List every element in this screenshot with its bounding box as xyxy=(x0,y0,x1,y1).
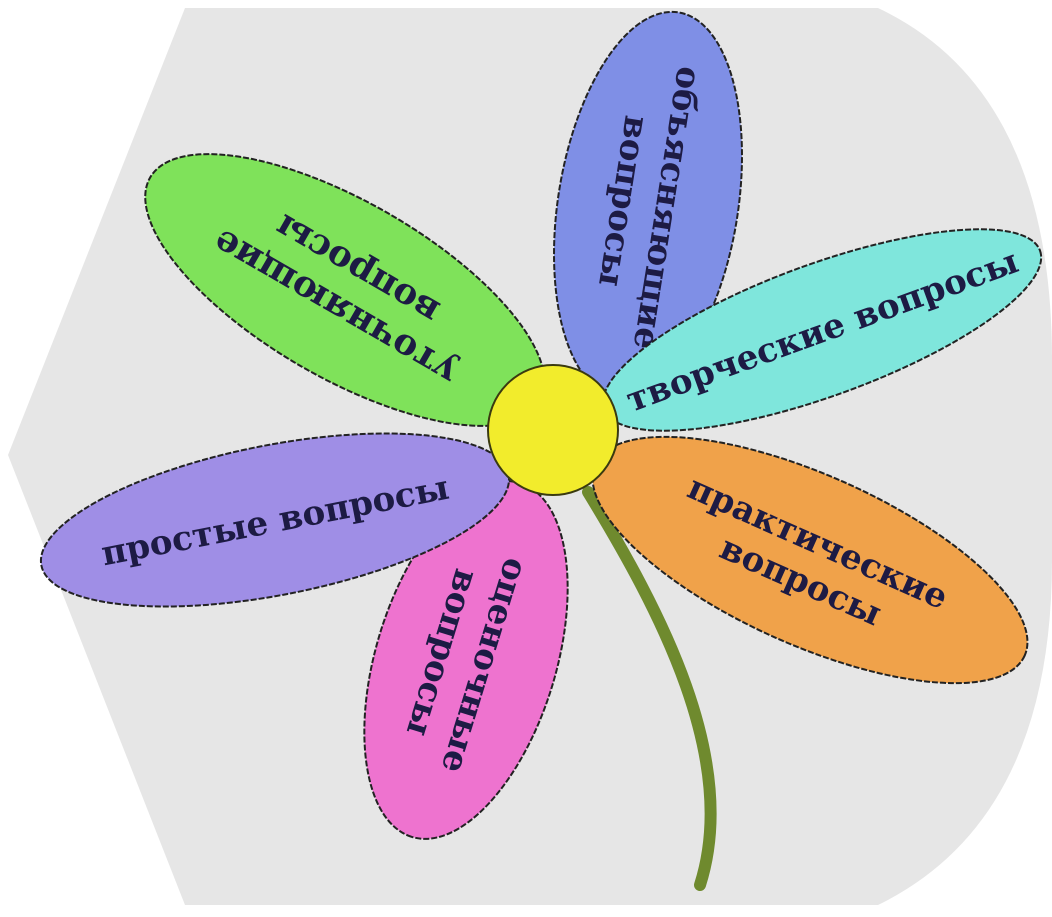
flower-center xyxy=(488,365,618,495)
